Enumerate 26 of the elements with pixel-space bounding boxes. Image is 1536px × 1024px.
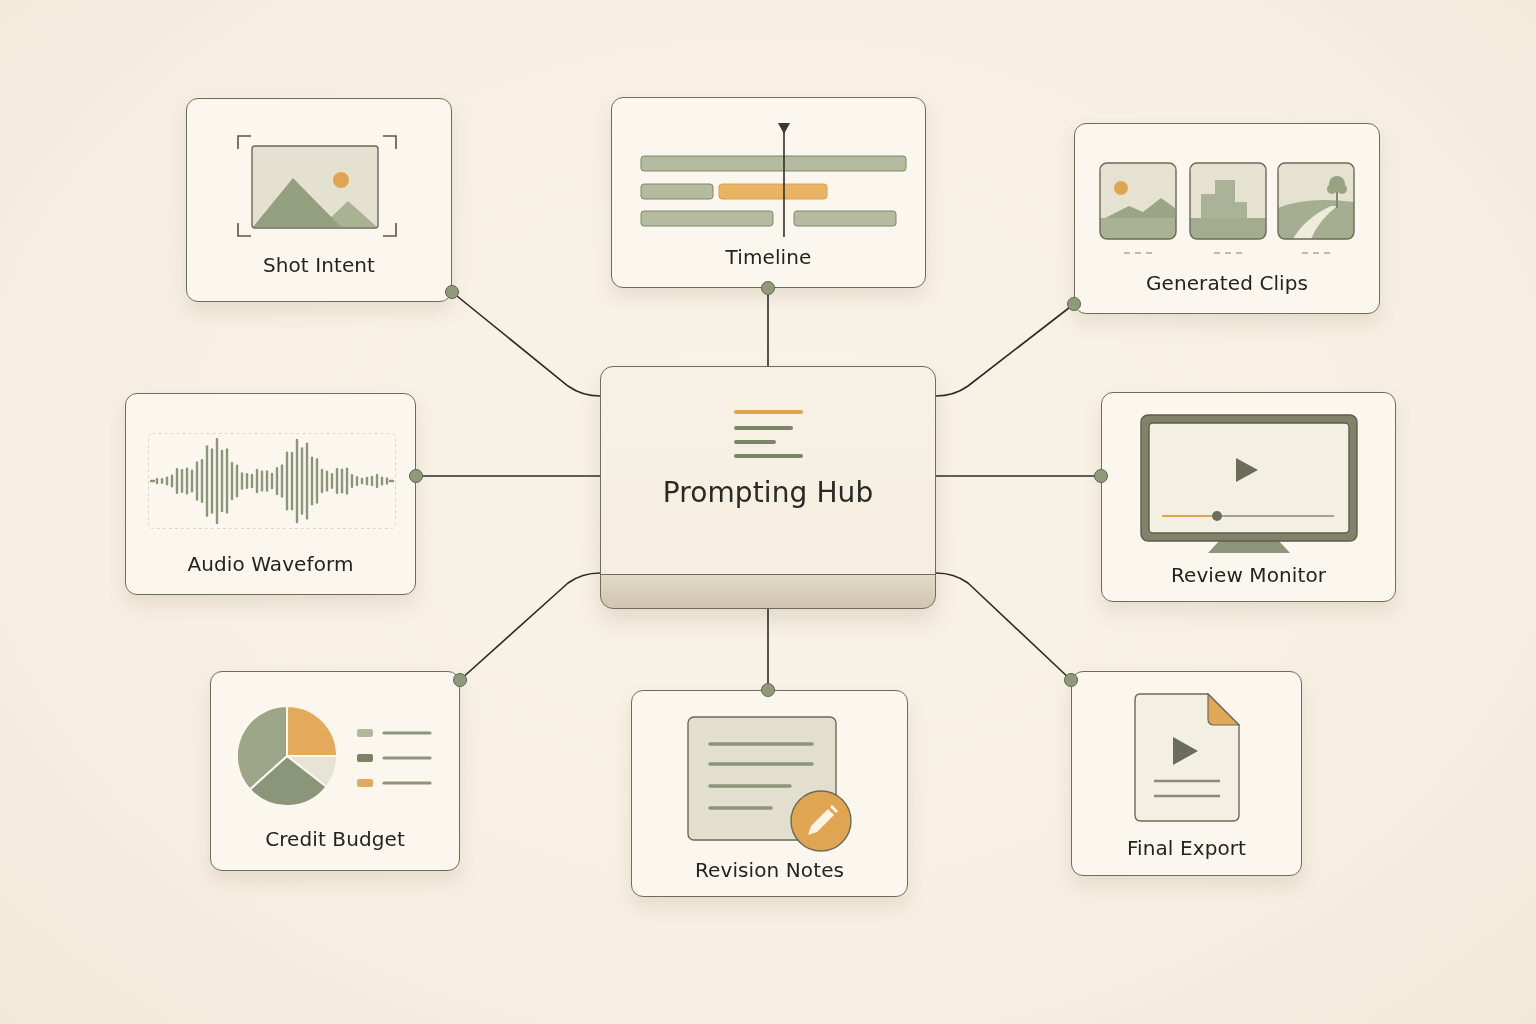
node-card <box>210 671 460 871</box>
node-card <box>631 690 908 897</box>
connector-line <box>760 280 776 367</box>
connector-line <box>408 468 601 484</box>
connector-line <box>444 284 601 397</box>
hub-block <box>600 366 936 609</box>
node-card <box>1074 123 1380 314</box>
node-label: Generated Clips <box>1145 271 1309 296</box>
node-label: Timeline <box>725 245 812 270</box>
node-card <box>186 98 452 302</box>
node-card <box>611 97 926 288</box>
node-label: Shot Intent <box>262 253 376 278</box>
connector-line <box>935 296 1082 397</box>
connector-line <box>935 572 1079 688</box>
node-label: Audio Waveform <box>187 552 354 577</box>
connector-line <box>452 572 601 688</box>
hub-title: Prompting Hub <box>662 475 874 510</box>
connector-line <box>760 608 776 698</box>
node-card <box>1101 392 1396 602</box>
node-card <box>1071 671 1302 876</box>
node-label: Review Monitor <box>1170 563 1327 588</box>
node-label: Credit Budget <box>265 827 405 852</box>
node-card <box>125 393 416 595</box>
connector-line <box>935 468 1109 484</box>
node-label: Final Export <box>1126 836 1247 861</box>
node-label: Revision Notes <box>694 858 845 883</box>
